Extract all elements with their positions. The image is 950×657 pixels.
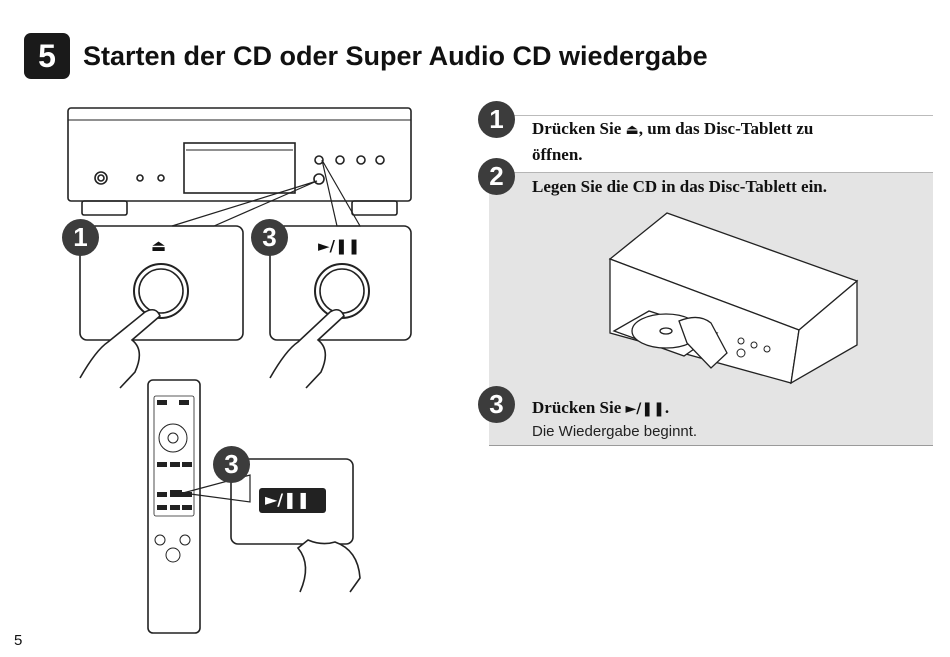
play-button-large (314, 263, 370, 319)
step-number-2: 2 (478, 158, 515, 195)
page-title: Starten der CD oder Super Audio CD wiede… (83, 41, 708, 71)
play-callout-box (269, 225, 412, 341)
page-number: 5 (14, 632, 23, 649)
eject-icon: ⏏ (625, 122, 639, 138)
cd-player-body (67, 107, 412, 202)
step-3-text: Drücken Sie ►/❚❚. (532, 398, 670, 417)
remote-control (147, 379, 201, 634)
step-number-1: 1 (478, 101, 515, 138)
step-number-3: 3 (478, 386, 515, 423)
player-illustration (67, 107, 412, 634)
callout-number-play: 3 (251, 219, 288, 256)
callout-number-eject: 1 (62, 219, 99, 256)
divider (489, 115, 933, 116)
eject-callout-box (79, 225, 244, 341)
remote-play-pause-icon: ►/❚❚ (265, 490, 310, 509)
play-pause-icon: ►/❚❚ (625, 401, 665, 417)
step-1-text: Drücken Sie ⏏, um das Disc-Tablett zu (532, 119, 814, 138)
remote-callout-box (230, 458, 354, 545)
disc-insert-illustration (608, 212, 859, 385)
step-3-subtext: Die Wiedergabe beginnt. (532, 423, 698, 440)
callout-number-remote: 3 (213, 446, 250, 483)
step-2-panel (489, 172, 933, 446)
eject-icon: ⏏ (151, 236, 167, 255)
hand-left (79, 308, 161, 389)
disc-tray-slot (183, 142, 296, 194)
remote-play-button (259, 488, 326, 513)
step-2-text: Legen Sie die CD in das Disc-Tablett ein… (532, 177, 828, 196)
step-1-text-line2: öffnen. (532, 145, 583, 164)
step-badge: 5 (24, 33, 70, 79)
play-pause-icon: ►/❚❚ (318, 237, 361, 255)
eject-button-large (133, 263, 189, 319)
